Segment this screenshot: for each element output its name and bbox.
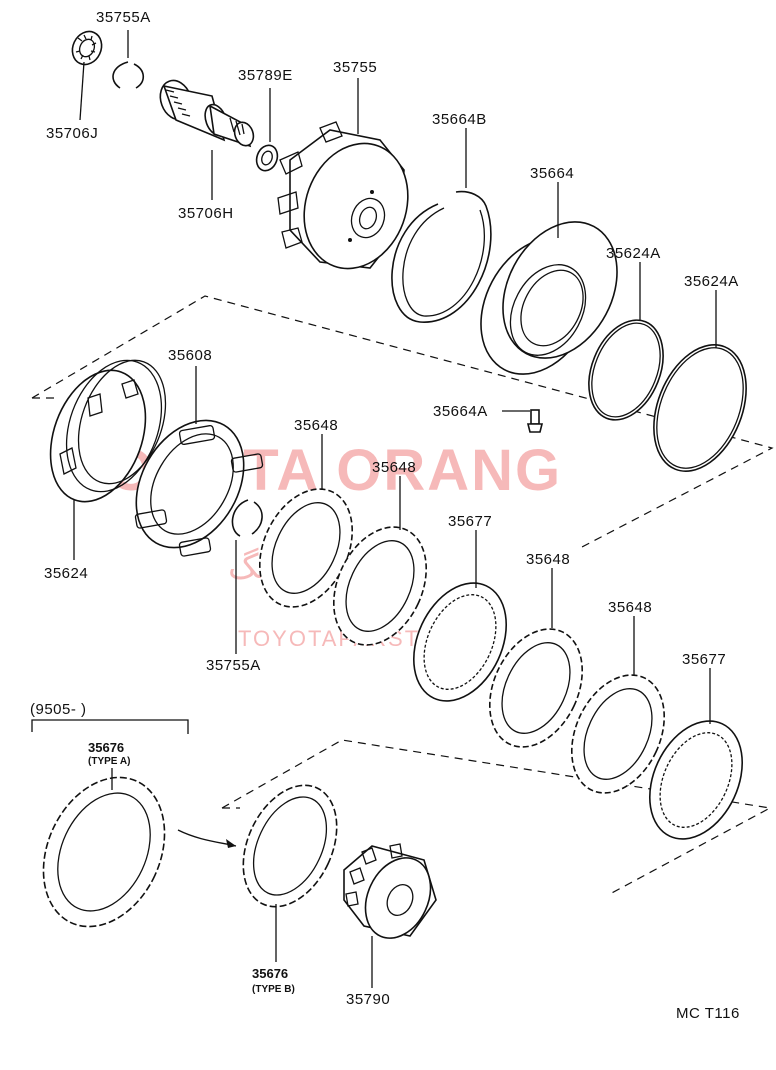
label-35664B: 35664B: [432, 111, 487, 128]
diagram-code: MC T116: [676, 1005, 740, 1022]
upper-assembly-box: [31, 295, 774, 549]
input-shaft-icon: [159, 79, 255, 148]
arrow-icon: [177, 829, 237, 848]
label-35664: 35664: [530, 165, 574, 182]
label-35676-a-type: (TYPE A): [88, 756, 130, 767]
o-ring-small-icon: [588, 319, 664, 421]
label-35790: 35790: [346, 991, 390, 1008]
clutch-hub-icon: [343, 843, 437, 939]
label-35677-b: 35677: [682, 651, 726, 668]
label-35664A: 35664A: [433, 403, 488, 420]
label-35608: 35608: [168, 347, 212, 364]
clutch-plate-icon: [648, 720, 744, 840]
thrust-washer-icon: [255, 144, 279, 172]
clutch-disc-icon: [258, 488, 354, 608]
label-35648-a: 35648: [294, 417, 338, 434]
label-35755: 35755: [333, 59, 377, 76]
large-snap-ring-icon: [391, 190, 492, 323]
label-35624A-a: 35624A: [606, 245, 661, 262]
clutch-disc-icon: [570, 674, 666, 794]
reaction-sleeve-icon: [49, 359, 167, 503]
label-35755A-top: 35755A: [96, 9, 151, 26]
label-35624A-b: 35624A: [684, 273, 739, 290]
label-35706H: 35706H: [178, 205, 234, 222]
label-35648-c: 35648: [526, 551, 570, 568]
flange-plate-type-b-icon: [242, 784, 338, 908]
label-35624: 35624: [44, 565, 88, 582]
clutch-disc-icon: [332, 526, 428, 646]
label-35677-a: 35677: [448, 513, 492, 530]
label-35648-d: 35648: [608, 599, 652, 616]
snap-ring-small-icon: [231, 499, 263, 537]
label-35676-b: 35676: [252, 966, 288, 981]
label-35706J: 35706J: [46, 125, 98, 142]
label-35755A-bottom: 35755A: [206, 657, 261, 674]
lower-assembly-box: [221, 739, 772, 896]
flange-plate-type-a-icon: [42, 776, 166, 928]
clutch-piston-icon: [480, 221, 618, 375]
needle-bearing-icon: [71, 30, 103, 66]
bolt-icon: [502, 409, 544, 433]
label-35789E: 35789E: [238, 67, 293, 84]
spring-retainer-icon: [134, 419, 264, 557]
label-35648-b: 35648: [372, 459, 416, 476]
clutch-plate-icon: [412, 582, 508, 702]
clutch-disc-icon: [488, 628, 584, 748]
label-35676-a: 35676: [88, 740, 124, 755]
date-range: (9505- ): [30, 701, 87, 718]
label-35676-b-type: (TYPE B): [252, 984, 295, 995]
o-ring-large-icon: [653, 344, 747, 472]
clutch-drum-icon: [277, 121, 409, 270]
snap-ring-icon: [112, 61, 145, 89]
date-bracket: [31, 719, 189, 734]
